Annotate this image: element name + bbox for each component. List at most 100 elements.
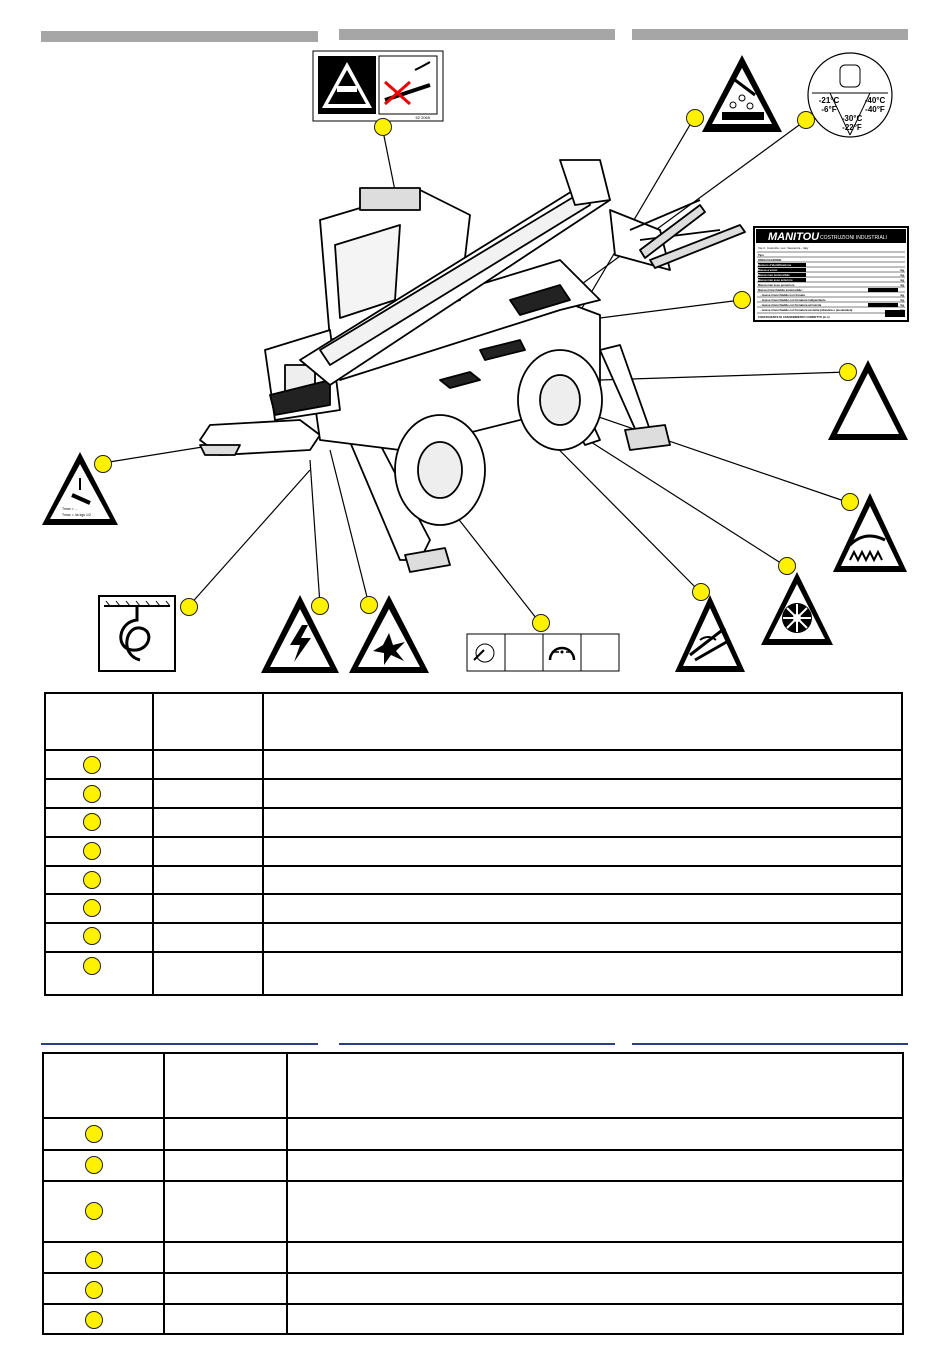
row-marker: [85, 1156, 103, 1174]
table-row: [46, 951, 901, 953]
header-bar-middle: [339, 29, 615, 40]
row-marker: [83, 813, 101, 831]
header-bar-right: [632, 29, 908, 40]
antifreeze-decal: -21°C -6°F -40°C -40°F -30°C -22°F: [807, 52, 893, 138]
hand-crush-decal: [675, 595, 745, 672]
table-column-divider: [163, 1054, 165, 1333]
row-marker: [85, 1251, 103, 1269]
row-marker: [85, 1125, 103, 1143]
svg-text:Tipo: Tipo: [758, 253, 764, 257]
svg-text:kg: kg: [900, 273, 904, 277]
table-column-divider: [262, 694, 264, 994]
row-marker: [83, 756, 101, 774]
leader-lines: [102, 117, 851, 624]
svg-text:Tmax = ...: Tmax = ...: [62, 507, 78, 511]
header-bar-left: [41, 31, 318, 42]
table-row: [46, 749, 901, 751]
manitou-id-plate: MANITOU COSTRUZIONI INDUSTRIALI Via C. C…: [753, 226, 909, 322]
svg-text:-6°F: -6°F: [821, 105, 836, 114]
hand-burn-decal: Tmax = ... Tmax = 4a kgs 1/2: [42, 452, 118, 525]
tyre-pressure-decal: [466, 633, 620, 672]
table-row: [46, 922, 901, 924]
callout-marker: [311, 597, 329, 615]
explosion-hazard-decal: [349, 595, 429, 673]
svg-text:COSTRUZIONI INDUSTRIALI: COSTRUZIONI INDUSTRIALI: [820, 235, 887, 241]
machine-illustration: 52 2065 -21°C -6°F -40°C -40°F -30°C -22…: [42, 50, 909, 673]
svg-text:-30°C: -30°C: [842, 114, 863, 123]
svg-text:- massa rimorchiabile con fren: - massa rimorchiabile con frenatura ad i…: [760, 303, 822, 307]
section-line-left: [41, 1043, 318, 1045]
svg-text:-40°F: -40°F: [865, 105, 885, 114]
crush-hazard-decal: 52 2065: [312, 50, 444, 122]
svg-text:kg: kg: [900, 303, 904, 307]
callout-marker: [360, 596, 378, 614]
svg-text:- massa rimorchiabile con fren: - massa rimorchiabile con frenatura assi…: [760, 308, 852, 312]
svg-text:Massa rimorchiabile ammissibil: Massa rimorchiabile ammissibile :: [758, 288, 803, 292]
row-marker: [83, 785, 101, 803]
row-marker: [83, 899, 101, 917]
svg-text:OMOLOGAZIONE: OMOLOGAZIONE: [758, 258, 781, 262]
row-marker: [83, 927, 101, 945]
table-row: [46, 865, 901, 867]
svg-text:COEFFICIENTE DI ASSORBIMENTO C: COEFFICIENTE DI ASSORBIMENTO CORRETTO (m…: [758, 315, 830, 319]
svg-text:kg: kg: [900, 293, 904, 297]
svg-text:Massa a vuoto: Massa a vuoto: [758, 268, 778, 272]
callout-marker: [692, 583, 710, 601]
svg-text:-22°F: -22°F: [842, 123, 862, 132]
row-marker: [85, 1202, 103, 1220]
svg-text:-21°C: -21°C: [819, 96, 840, 105]
callout-marker: [733, 291, 751, 309]
section-line-right: [632, 1043, 908, 1045]
callout-marker: [180, 598, 198, 616]
svg-text:- massa rimorchiabile con fren: - massa rimorchiabile con frenatura indi…: [760, 298, 826, 302]
callout-marker: [778, 557, 796, 575]
row-marker: [83, 871, 101, 889]
table-column-divider: [152, 694, 154, 994]
table-column-divider: [286, 1054, 288, 1333]
empty-warning-triangle: [828, 360, 908, 440]
table-row: [44, 1241, 902, 1243]
svg-text:kg: kg: [900, 308, 904, 312]
callout-marker: [94, 455, 112, 473]
svg-text:Massa max asse anteriore: Massa max asse anteriore: [758, 278, 793, 282]
svg-text:52 2065: 52 2065: [416, 115, 431, 120]
fan-hazard-decal: [761, 572, 833, 645]
callout-marker: [797, 111, 815, 129]
row-marker: [85, 1311, 103, 1329]
row-marker: [83, 842, 101, 860]
svg-text:Massa max ammissibile: Massa max ammissibile: [758, 273, 790, 277]
svg-text:kg: kg: [900, 298, 904, 302]
svg-text:Via C. Colombo, Loc. Vaucenza: Via C. Colombo, Loc. Vaucenza - Italy: [758, 246, 809, 250]
telehandler-body: [199, 159, 746, 573]
svg-text:- massa rimorchiabile non fren: - massa rimorchiabile non frenata: [760, 293, 805, 297]
electric-hazard-decal: [261, 595, 339, 673]
hot-surface-decal: [833, 493, 907, 572]
table-row: [44, 1180, 902, 1182]
table-row: [46, 778, 901, 780]
table-row: [46, 836, 901, 838]
table-row: [44, 1272, 902, 1274]
callout-marker: [686, 109, 704, 127]
callout-marker: [532, 614, 550, 632]
svg-text:Tmax = 4a kgs 1/2: Tmax = 4a kgs 1/2: [62, 513, 91, 517]
table-row: [44, 1149, 902, 1151]
callout-marker: [839, 363, 857, 381]
svg-text:Massa max asse posteriore: Massa max asse posteriore: [758, 283, 795, 287]
table-row: [46, 893, 901, 895]
callout-marker: [841, 493, 859, 511]
svg-text:kg: kg: [900, 268, 904, 272]
decal-table-2: [42, 1052, 904, 1335]
table-row: [44, 1303, 902, 1305]
svg-text:kg: kg: [900, 283, 904, 287]
svg-text:MANITOU: MANITOU: [768, 231, 820, 243]
decal-table-1: [44, 692, 903, 996]
table-row: [46, 807, 901, 809]
svg-text:-40°C: -40°C: [865, 96, 886, 105]
hose-decal: [98, 595, 176, 672]
row-marker: [85, 1281, 103, 1299]
svg-text:kg: kg: [900, 278, 904, 282]
callout-marker: [374, 118, 392, 136]
svg-text:Numero d'identificazione: Numero d'identificazione: [758, 263, 792, 267]
row-marker: [83, 957, 101, 975]
warning-triangle-top: [702, 55, 782, 132]
